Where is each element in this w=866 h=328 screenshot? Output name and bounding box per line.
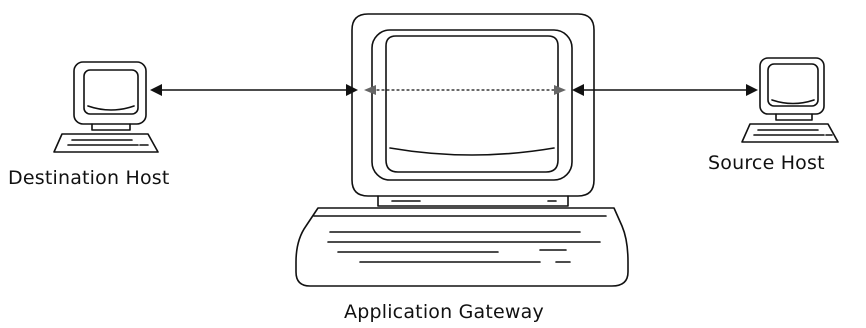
destination-host-label: Destination Host (8, 167, 170, 189)
right-connection-arrow (572, 84, 758, 96)
destination-computer-icon (54, 62, 158, 152)
application-gateway-label: Application Gateway (344, 301, 544, 323)
gateway-computer-icon (296, 14, 628, 286)
source-computer-icon (742, 58, 838, 142)
left-connection-arrow (150, 84, 358, 96)
gateway-internal-path (364, 85, 566, 95)
source-host-label: Source Host (708, 152, 825, 174)
